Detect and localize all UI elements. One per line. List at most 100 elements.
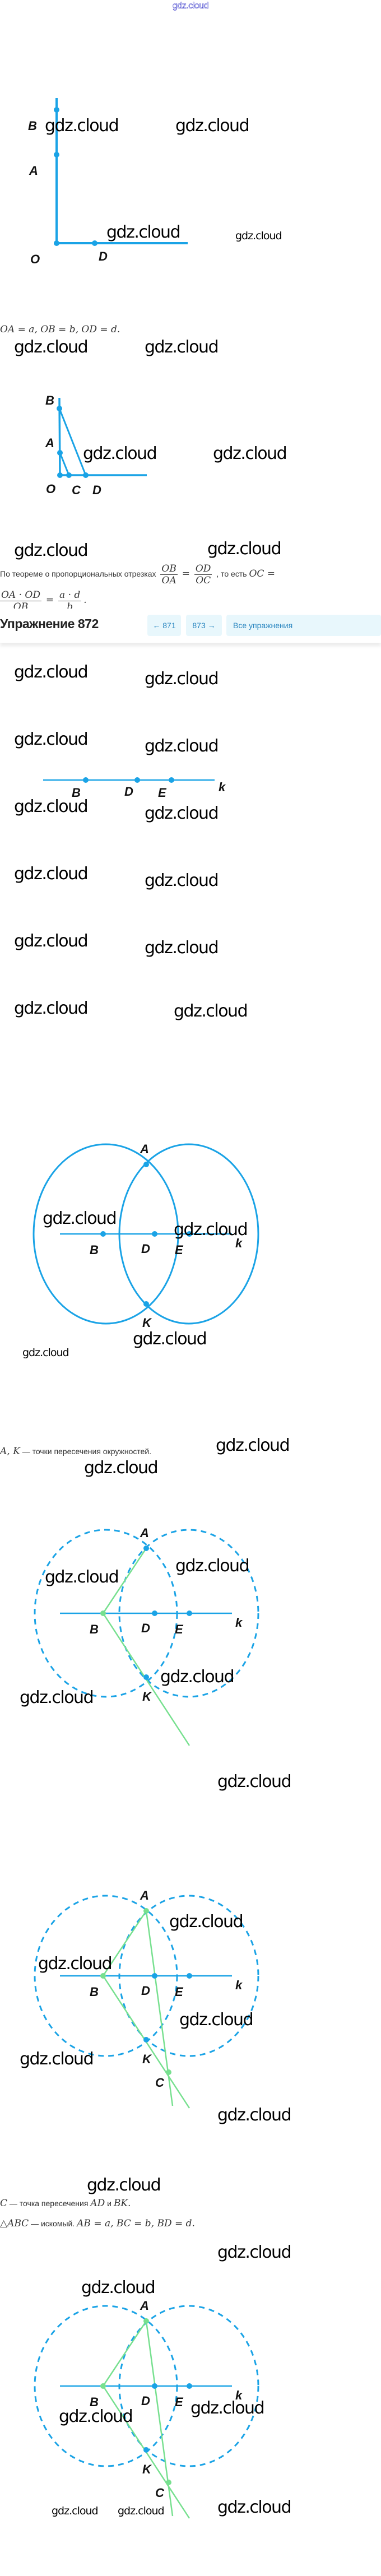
equals: = [182, 568, 190, 580]
watermark: gdz.cloud [84, 1458, 159, 1478]
label-k-line: k [235, 2388, 243, 2402]
point-d [152, 1231, 157, 1237]
point-d [152, 2383, 157, 2389]
given-text: OA = a, OB = b, OD = d. [0, 324, 120, 335]
point-e [187, 1973, 192, 1979]
point-b [57, 406, 62, 411]
watermark: gdz.cloud [20, 2049, 94, 2069]
point-e [187, 1610, 192, 1616]
point-a [57, 450, 63, 456]
segment-ac [59, 452, 70, 476]
label-c: C [155, 2486, 165, 2500]
watermark: gdz.cloud [174, 1001, 248, 1021]
watermark: gdz.cloud [207, 539, 282, 559]
triangle-result-note: △ABC — искомый. AB = a, BC = b, BD = d. [0, 2218, 195, 2229]
watermark: gdz.cloud [14, 931, 89, 951]
segment-ba [102, 1910, 147, 1976]
label-k: K [142, 2462, 152, 2476]
segment-ba [102, 1548, 147, 1614]
watermark: gdz.cloud [169, 1912, 244, 1932]
point-k [143, 1301, 149, 1307]
watermark: gdz.cloud [213, 444, 287, 463]
point-d [134, 777, 140, 783]
point-e [187, 1231, 192, 1237]
point-a [143, 1545, 149, 1551]
watermark: gdz.cloud [14, 337, 89, 357]
point-b [100, 1610, 106, 1616]
watermark: gdz.cloud [145, 669, 219, 689]
label-o: O [46, 482, 55, 496]
point-b [83, 777, 89, 783]
watermark: gdz.cloud [106, 222, 181, 242]
label-o: O [30, 252, 40, 266]
watermark: gdz.cloud [14, 999, 89, 1018]
label-b: B [90, 1622, 99, 1636]
watermark: gdz.cloud [145, 871, 219, 890]
watermark: gdz.cloud [59, 2407, 133, 2426]
watermark: gdz.cloud [14, 662, 89, 682]
label-e: E [175, 1243, 184, 1257]
theorem-line-1: По теореме о пропорциональных отрезках O… [0, 563, 275, 586]
label-k-line: k [235, 1616, 243, 1630]
label-a: A [140, 1888, 149, 1902]
watermark: gdz.cloud [190, 2398, 265, 2418]
watermark: gdz.cloud [38, 1954, 113, 1974]
label-a: A [140, 1142, 149, 1156]
watermark: gdz.cloud [145, 736, 219, 756]
label-c: C [155, 2076, 165, 2090]
watermark: gdz.cloud [14, 541, 89, 560]
point-b [100, 1231, 106, 1237]
watermark: gdz.cloud [217, 2105, 292, 2125]
watermark: gdz.cloud [160, 1667, 235, 1687]
label-k: K [142, 1690, 152, 1704]
point-d [92, 240, 97, 246]
label-d: D [92, 483, 101, 497]
theorem-middle: , то есть [216, 569, 247, 579]
watermark: gdz.cloud [20, 1688, 94, 1707]
watermark: gdz.cloud [216, 1436, 290, 1455]
watermark: gdz.cloud [217, 2498, 292, 2517]
watermark: gdz.cloud [14, 797, 89, 816]
diagram-angle: B A O D [28, 98, 188, 266]
label-d: D [141, 1621, 150, 1635]
label-d: D [99, 249, 108, 263]
oc-equals: OC = [249, 568, 276, 580]
watermark: gdz.cloud [179, 2010, 254, 2030]
label-e: E [175, 2395, 184, 2409]
next-exercise-button[interactable]: 873 → [186, 615, 222, 636]
label-k: K [142, 1316, 152, 1330]
point-b [100, 2383, 106, 2389]
prev-exercise-button[interactable]: ← 871 [147, 615, 181, 636]
label-b: B [90, 2395, 99, 2409]
watermark: gdz.cloud [43, 1209, 117, 1228]
watermark: gdz.cloud [14, 730, 89, 749]
point-c-note: C — точка пересечения AD и BK. [0, 2198, 131, 2209]
watermark: gdz.cloud [22, 1347, 69, 1359]
point-d [152, 1610, 157, 1616]
label-d: D [141, 2394, 150, 2408]
label-c: C [72, 483, 81, 497]
segment-bd [58, 408, 87, 476]
diagram-line-k: B D E k [43, 777, 226, 800]
label-a: A [140, 1526, 149, 1540]
intersection-note: A, K — точки пересечения окружностей. [0, 1446, 152, 1457]
point-c [166, 2480, 171, 2485]
label-a: A [29, 164, 38, 178]
all-exercises-button[interactable]: Все упражнения [226, 615, 381, 636]
point-c [66, 472, 72, 478]
watermark: gdz.cloud [145, 804, 219, 823]
watermark: gdz.cloud [175, 116, 250, 136]
watermark: gdz.cloud [175, 1556, 250, 1576]
watermark: gdz.cloud [217, 1772, 292, 1791]
site-logo[interactable]: gdz.cloud [173, 1, 209, 11]
diagram-proportional-segments: B A O C D [45, 393, 147, 497]
watermark: gdz.cloud [45, 116, 119, 136]
label-k-line: k [235, 1236, 243, 1250]
